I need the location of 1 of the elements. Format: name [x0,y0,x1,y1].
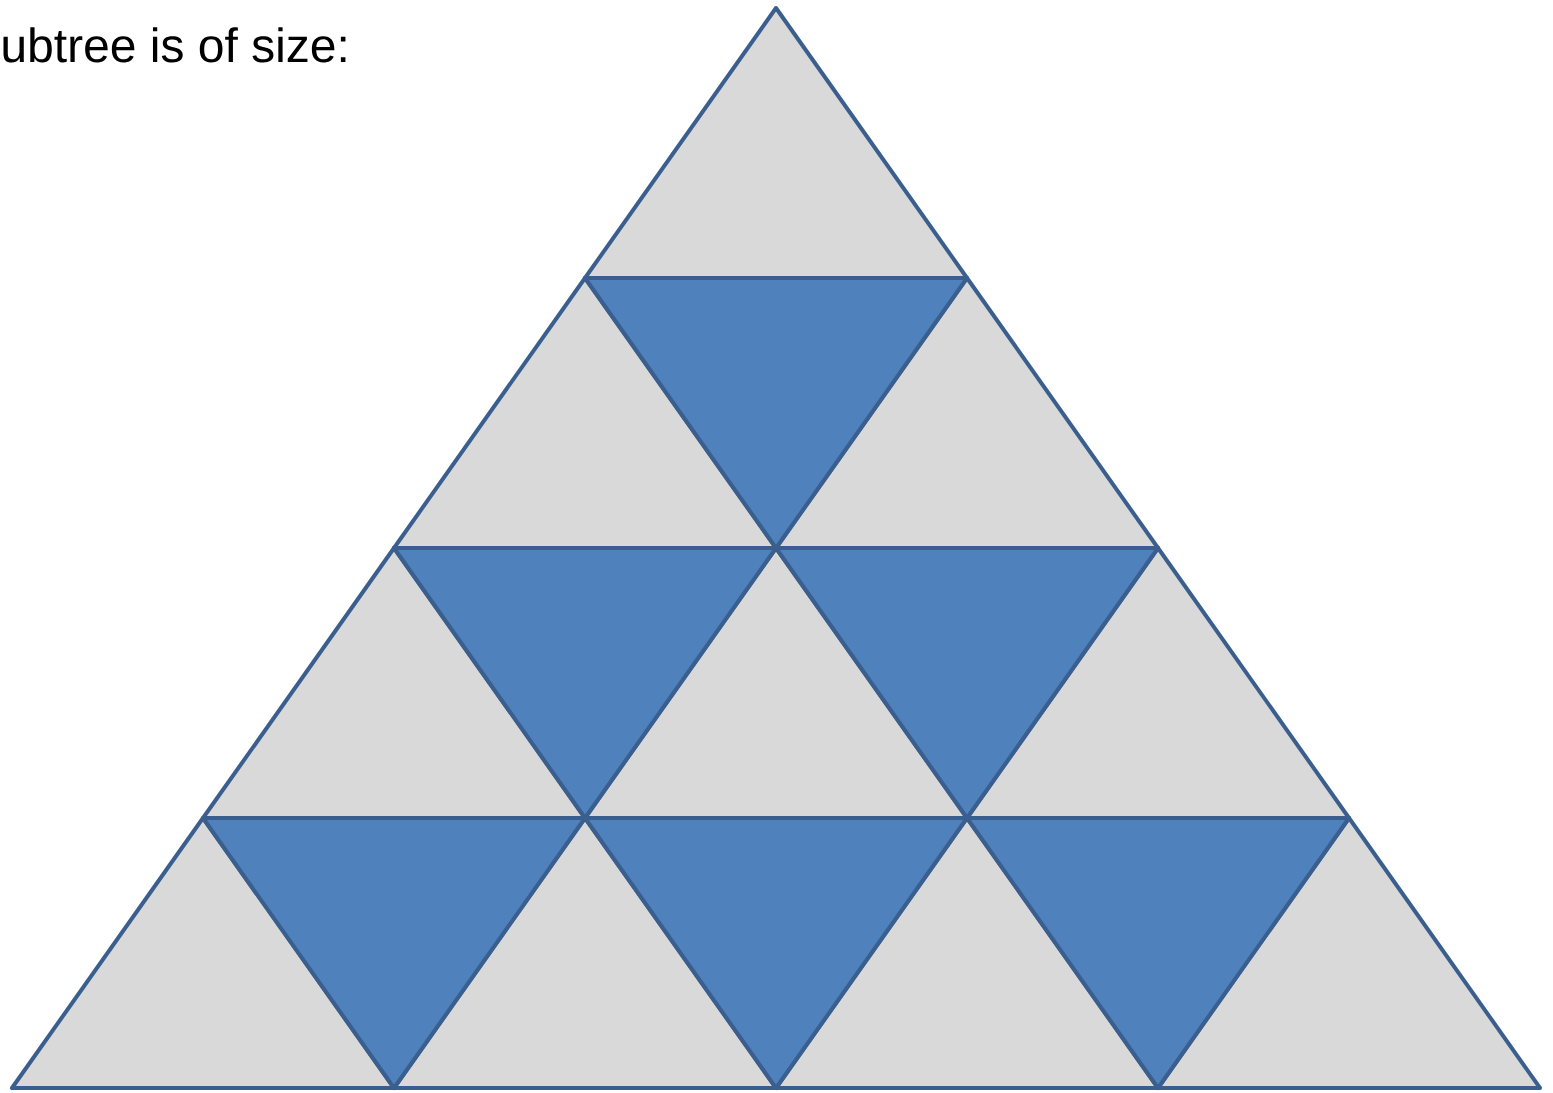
heading-text: ubtree is of size: [3,27,346,63]
